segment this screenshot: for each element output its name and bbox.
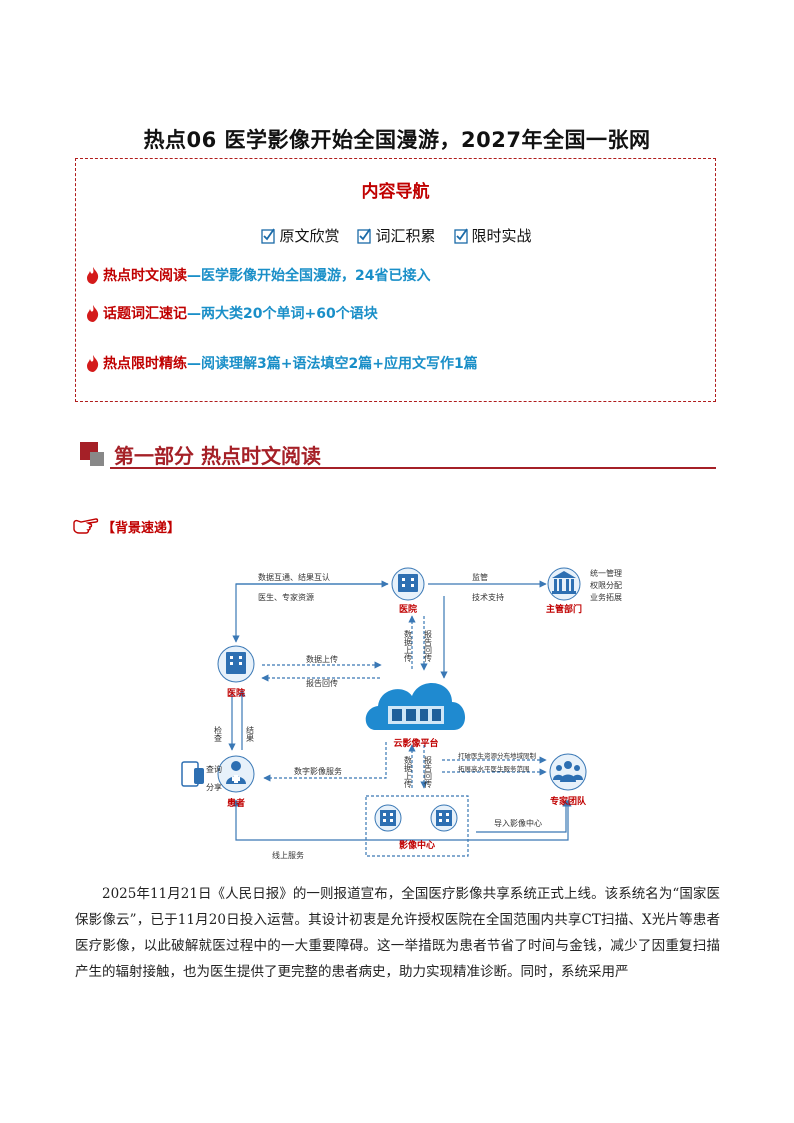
building-icon	[374, 804, 402, 832]
diagram-label: 监管	[472, 572, 488, 582]
diagram-label: 查询	[206, 764, 222, 774]
hospital-icon	[398, 574, 418, 592]
hospital-icon	[226, 652, 246, 674]
nav-item-label: 热点时文阅读	[103, 268, 187, 284]
page-title: 热点06 医学影像开始全国漫游，2027年全国一张网	[143, 128, 651, 152]
diagram-label: 医生、专家资源	[258, 592, 314, 602]
fire-icon	[87, 354, 99, 372]
checkbox-icon	[453, 227, 468, 244]
chip-practice[interactable]: 限时实战	[452, 225, 532, 246]
diagram-label: 权限分配	[590, 580, 622, 590]
device-icon	[181, 761, 204, 787]
diagram-label: 报告回传	[306, 678, 338, 688]
patient-icon	[226, 761, 246, 784]
building-icon	[430, 804, 458, 832]
nav-item-label: 热点限时精练	[103, 356, 187, 372]
diagram-label-vertical: 报告回传	[424, 629, 433, 663]
diagram-label: 拓展高水平医生服务范围	[458, 764, 530, 773]
team-icon	[553, 761, 583, 782]
section-square-icon	[90, 452, 104, 466]
node-label: 专家团队	[550, 795, 587, 807]
diagram-label: 数据上传	[306, 654, 338, 664]
section-divider	[110, 467, 716, 469]
nav-item-label: 话题词汇速记	[103, 306, 187, 322]
fire-icon	[87, 304, 99, 322]
diagram-label: 线上服务	[272, 850, 304, 860]
node-label: 医院	[227, 687, 245, 699]
imaging-center-node: 影像中心	[365, 795, 469, 857]
diagram-label: 技术支持	[472, 592, 504, 602]
diagram-label: 分享	[206, 782, 222, 792]
section-title: 第一部分 热点时文阅读	[114, 444, 321, 468]
nav-heading: 内容导航	[361, 182, 430, 202]
expert-team-node: 专家团队	[549, 753, 587, 807]
background-label: 【背景速递】	[102, 520, 181, 536]
node-label: 医院	[399, 603, 417, 615]
diagram-label: 打破医生资源分布地域限制	[458, 751, 537, 760]
patient-node: 患者	[217, 755, 255, 809]
cloud-imaging-diagram: 医院 主管部门 统一管理 权限分配 业务拓展 数据互通、结果互认 医生、专家资源…	[181, 567, 622, 860]
nav-item-practice[interactable]: 热点限时精练 —阅读理解3篇+语法填空2篇+应用文写作1篇	[86, 353, 478, 373]
nav-item-reading[interactable]: 热点时文阅读 —医学影像开始全国漫游，24省已接入	[86, 265, 430, 285]
hospital-top-node: 医院	[391, 567, 425, 615]
connector-lines	[228, 580, 572, 841]
node-label: 患者	[227, 797, 245, 809]
nav-item-desc: —两大类20个单词+60个语块	[187, 306, 378, 322]
chip-label: 限时实战	[471, 227, 532, 245]
diagram-label-vertical: 结果	[246, 725, 255, 743]
nav-item-vocabulary[interactable]: 话题词汇速记 —两大类20个单词+60个语块	[86, 303, 378, 323]
nav-item-desc: —医学影像开始全国漫游，24省已接入	[187, 268, 431, 284]
node-label: 主管部门	[546, 603, 582, 615]
node-label: 影像中心	[399, 839, 435, 851]
hospital-left-node: 医院	[217, 645, 255, 699]
diagram-label: 业务拓展	[590, 592, 622, 602]
diagram-label: 数据互通、结果互认	[258, 572, 330, 582]
node-label: 云影像平台	[393, 737, 438, 749]
diagram-label-vertical: 检查	[214, 725, 223, 742]
nav-chips: 原文欣赏 词汇积累 限时实战	[76, 225, 715, 246]
diagram-label-vertical: 报告回传	[424, 755, 433, 789]
checkbox-icon	[357, 227, 372, 244]
pointing-hand-icon	[73, 518, 99, 534]
government-building-icon	[552, 571, 576, 594]
section-header: 第一部分 热点时文阅读	[80, 438, 716, 470]
checkbox-icon	[261, 227, 276, 244]
authority-node: 主管部门	[546, 567, 582, 615]
cloud-platform-node: 云影像平台	[365, 683, 466, 749]
chip-original-text[interactable]: 原文欣赏	[259, 225, 339, 246]
diagram-label: 统一管理	[590, 568, 622, 578]
chip-label: 原文欣赏	[279, 227, 340, 245]
body-paragraph: 2025年11月21日《人民日报》的一则报道宣布，全国医疗影像共享系统正式上线。…	[75, 886, 720, 980]
fire-icon	[87, 266, 99, 284]
diagram-label: 导入影像中心	[494, 818, 542, 828]
diagram-label-vertical: 数据上传	[404, 755, 413, 789]
content-navigation-box: 内容导航 原文欣赏 词汇积累 限时实战 热点时文阅	[75, 158, 716, 402]
chip-label: 词汇积累	[375, 227, 436, 245]
diagram-label-vertical: 数据上传	[404, 629, 413, 663]
nav-item-desc: —阅读理解3篇+语法填空2篇+应用文写作1篇	[187, 356, 478, 372]
diagram-label: 数字影像服务	[294, 766, 342, 776]
chip-vocabulary[interactable]: 词汇积累	[355, 225, 436, 246]
background-header: 【背景速递】	[72, 515, 180, 537]
